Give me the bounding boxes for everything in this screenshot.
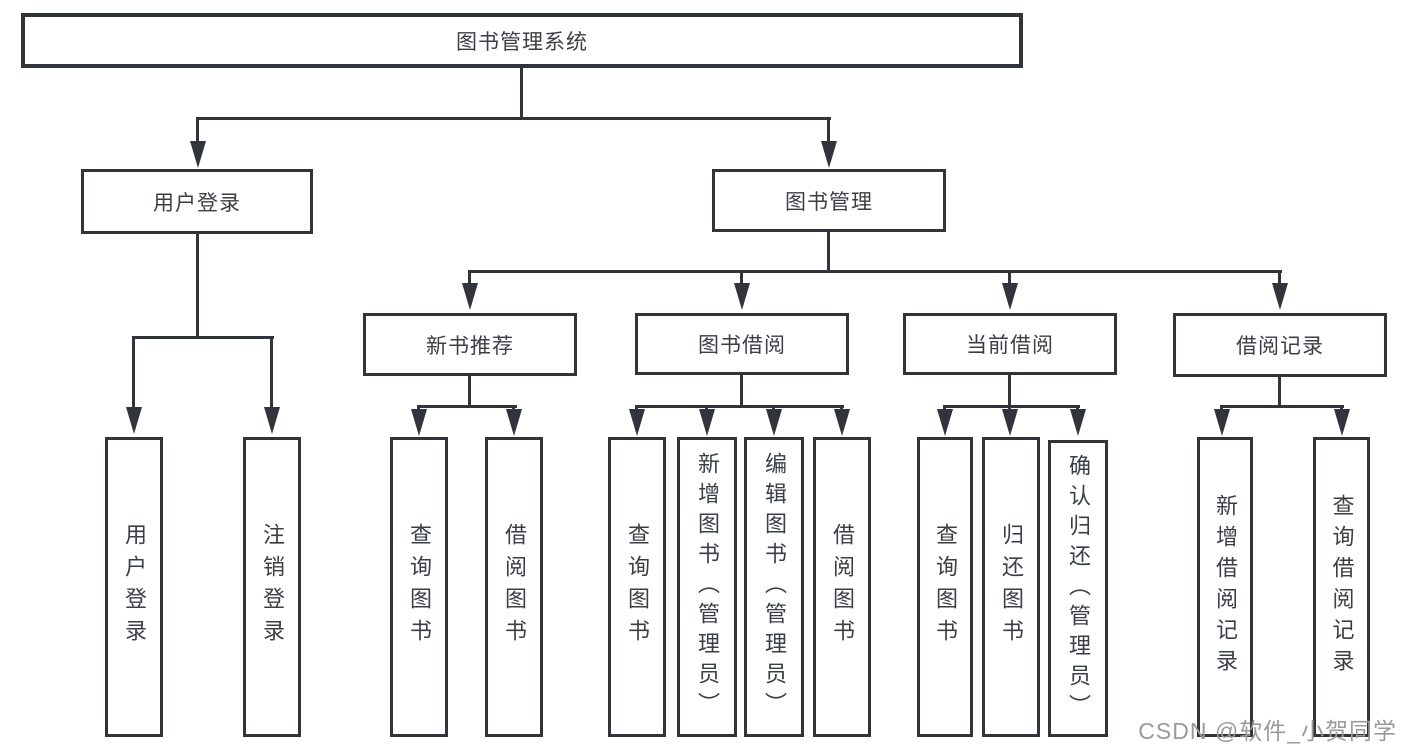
- node-borrowing-query-books: 查询图书: [608, 437, 666, 737]
- connector-stem: [270, 336, 273, 409]
- arrow-down: [1002, 283, 1018, 310]
- connector-branch: [943, 405, 1080, 408]
- arrow-down: [264, 407, 280, 434]
- connector-stem: [740, 375, 743, 408]
- node-borrowing-records: 借阅记录: [1173, 313, 1387, 377]
- connector-branch: [417, 405, 517, 408]
- connector-stem: [1008, 270, 1011, 285]
- arrow-down: [462, 283, 478, 310]
- node-borrowing-add-books-admin: 新增图书（管理员）: [677, 437, 737, 737]
- node-library-management-system: 图书管理系统: [21, 13, 1023, 68]
- connector-branch: [132, 336, 274, 339]
- connector-stem: [740, 270, 743, 285]
- node-current-borrowing: 当前借阅: [903, 313, 1117, 375]
- node-recommend-query-books: 查询图书: [390, 437, 448, 737]
- connector-stem: [1278, 270, 1281, 285]
- watermark: CSDN @软件_小贺同学: [1138, 718, 1397, 744]
- arrow-down: [1334, 409, 1350, 436]
- connector-stem: [1278, 377, 1281, 408]
- arrow-down: [190, 141, 206, 168]
- connector-stem: [827, 117, 830, 143]
- arrow-down: [411, 409, 427, 436]
- connector-stem: [520, 68, 523, 120]
- connector-stem: [943, 405, 946, 412]
- connector-stem: [1220, 405, 1223, 412]
- arrow-down: [766, 409, 782, 436]
- node-book-borrowing: 图书借阅: [635, 313, 849, 375]
- node-user-login: 用户登录: [81, 169, 313, 234]
- node-current-return-books: 归还图书: [982, 437, 1040, 737]
- connector-branch: [635, 405, 844, 408]
- connector-stem: [1340, 405, 1343, 412]
- connector-stem: [705, 405, 708, 412]
- node-current-query-books: 查询图书: [917, 437, 973, 737]
- connector-branch: [468, 270, 1282, 273]
- node-recommend-borrow-books: 借阅图书: [485, 437, 543, 737]
- connector-branch: [197, 117, 831, 120]
- connector-stem: [1076, 405, 1079, 412]
- arrow-down: [1214, 409, 1230, 436]
- arrow-down: [629, 409, 645, 436]
- node-book-management: 图书管理: [712, 169, 946, 232]
- node-current-confirm-return-admin: 确认归还（管理员）: [1048, 440, 1108, 737]
- connector-stem: [1008, 375, 1011, 408]
- connector-stem: [512, 405, 515, 412]
- arrow-down: [821, 141, 837, 168]
- connector-stem: [196, 234, 199, 339]
- connector-branch: [1220, 405, 1344, 408]
- node-records-add-record: 新增借阅记录: [1197, 437, 1253, 737]
- arrow-down: [937, 409, 953, 436]
- connector-stem: [840, 405, 843, 412]
- node-records-query-record: 查询借阅记录: [1313, 437, 1370, 737]
- connector-stem: [196, 117, 199, 143]
- arrow-down: [734, 283, 750, 310]
- connector-stem: [468, 270, 471, 285]
- arrow-down: [699, 409, 715, 436]
- node-borrowing-borrow-books: 借阅图书: [813, 437, 871, 737]
- connector-stem: [635, 405, 638, 412]
- node-new-book-recommend: 新书推荐: [363, 313, 577, 376]
- node-login: 用户登录: [105, 437, 163, 737]
- connector-stem: [827, 232, 830, 273]
- connector-stem: [1008, 405, 1011, 412]
- arrow-down: [1272, 283, 1288, 310]
- connector-stem: [417, 405, 420, 412]
- connector-stem: [772, 405, 775, 412]
- node-logout: 注销登录: [243, 437, 301, 737]
- arrow-down: [126, 407, 142, 434]
- arrow-down: [1002, 409, 1018, 436]
- connector-stem: [132, 336, 135, 409]
- connector-stem: [468, 376, 471, 408]
- arrow-down: [1070, 409, 1086, 436]
- arrow-down: [834, 409, 850, 436]
- node-borrowing-edit-books-admin: 编辑图书（管理员）: [744, 437, 804, 737]
- arrow-down: [506, 409, 522, 436]
